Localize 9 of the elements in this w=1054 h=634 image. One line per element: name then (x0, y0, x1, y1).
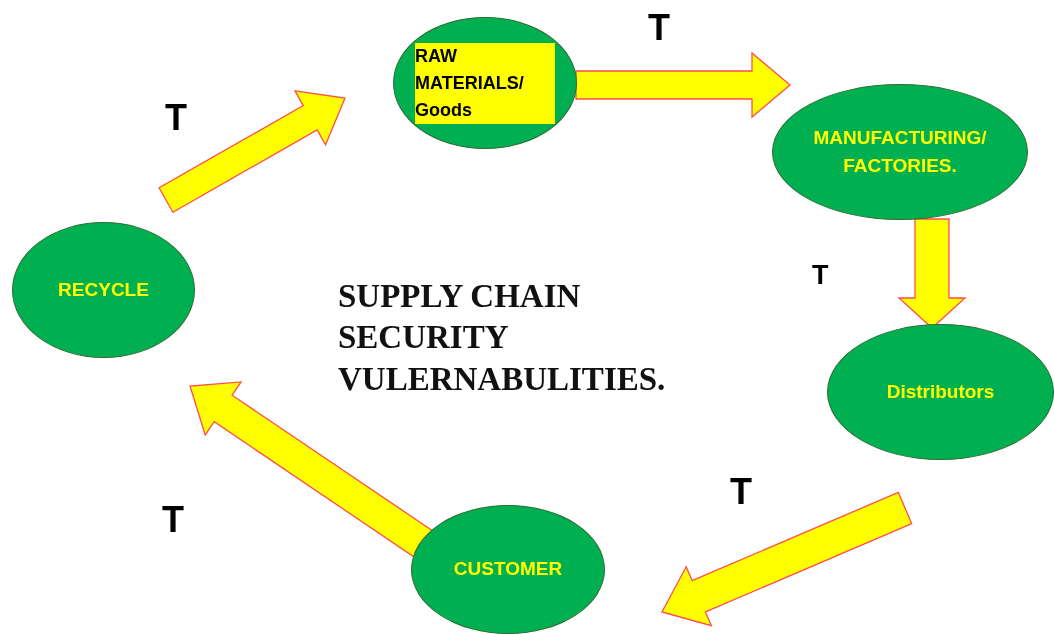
node-label: CUSTOMER (453, 557, 563, 582)
node-label: Distributors (886, 379, 995, 404)
diagram-title: SUPPLY CHAIN SECURITY VULERNABULITIES. (338, 277, 667, 399)
block-arrow (575, 51, 791, 119)
node-label: MANUFACTURING/ FACTORIES. (812, 125, 988, 178)
node-label: RAW MATERIALS/ Goods (415, 42, 555, 124)
block-arrow (158, 90, 346, 214)
block-arrow (661, 491, 913, 627)
node-label: RECYCLE (58, 277, 149, 302)
